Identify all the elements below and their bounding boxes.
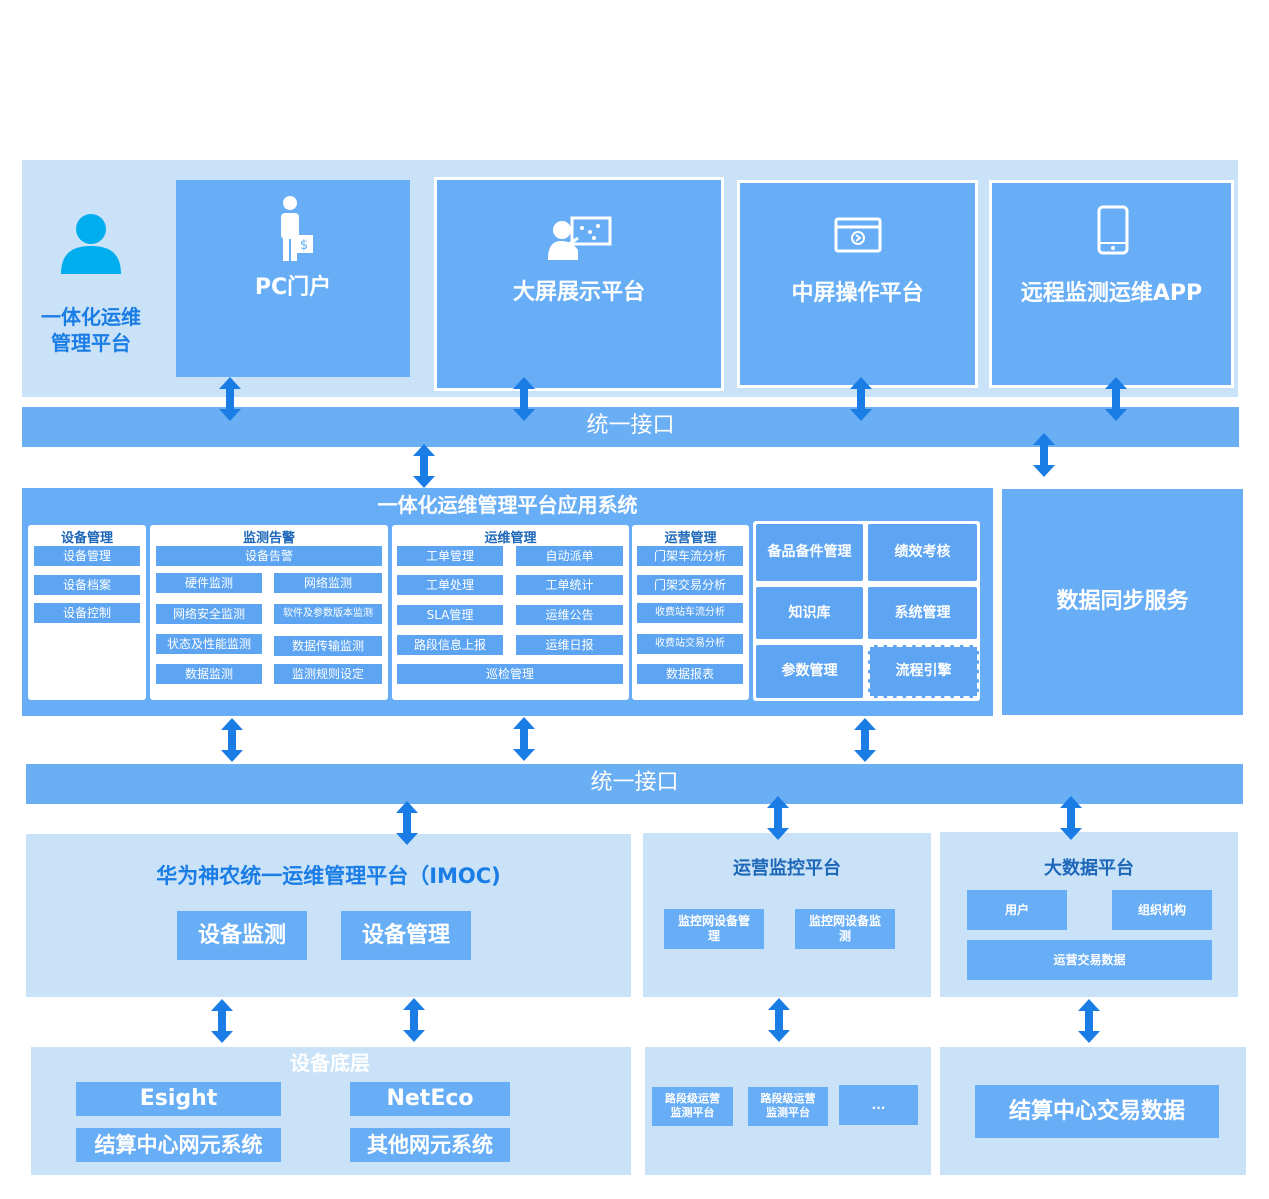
item-device-alarm[interactable]: 设备告警 — [156, 546, 382, 566]
item-device-control[interactable]: 设备控制 — [34, 603, 140, 623]
device-layer-title: 设备底层 — [290, 1051, 370, 1075]
ops-monitor-device-monitor[interactable]: 监控网设备监测 — [795, 909, 895, 949]
road-platform-2[interactable]: 路段级运营监测平台 — [748, 1087, 828, 1126]
user-icon — [60, 212, 122, 274]
person-money-icon: $ — [281, 196, 313, 261]
arrow-app-down-2 — [513, 717, 535, 761]
imoc-device-management-button[interactable]: 设备管理 — [341, 911, 471, 960]
platform-name: 一体化运维 管理平台 — [28, 304, 154, 356]
ops-monitor-title: 运营监控平台 — [733, 858, 841, 879]
arrow-neteco — [403, 998, 425, 1042]
presenter-screen-icon — [548, 216, 612, 260]
item-data-monitor[interactable]: 数据监测 — [156, 664, 262, 684]
item-gantry-transaction-analysis[interactable]: 门架交易分析 — [637, 575, 743, 595]
bigdata-users[interactable]: 用户 — [967, 890, 1067, 930]
arrow-app-down-3 — [854, 718, 876, 762]
remote-app-box[interactable]: 远程监测运维APP — [989, 180, 1234, 388]
item-toll-station-traffic-analysis[interactable]: 收费站车流分析 — [637, 603, 743, 623]
bigdata-transaction-data[interactable]: 运营交易数据 — [967, 940, 1212, 980]
ops-monitor-device-management[interactable]: 监控网设备管理 — [664, 909, 764, 949]
item-monitor-rules[interactable]: 监测规则设定 — [274, 664, 382, 684]
section-device-management: 设备管理 设备管理 设备档案 设备控制 — [28, 525, 146, 700]
bigdata-title: 大数据平台 — [1044, 858, 1134, 879]
road-platform-more[interactable]: ... — [839, 1085, 918, 1125]
pc-portal-label: PC门户 — [254, 275, 332, 300]
arrow-settlement — [1078, 999, 1100, 1043]
svg-text:$: $ — [300, 238, 308, 253]
device-layer-settlement-ne[interactable]: 结算中心网元系统 — [76, 1128, 281, 1162]
section-om-management: 运维管理 工单管理 自动派单 工单处理 工单统计 SLA管理 运维公告 路段信息… — [392, 525, 629, 700]
road-platform-1[interactable]: 路段级运营监测平台 — [652, 1087, 733, 1126]
tile-process-engine[interactable]: 流程引擎 — [868, 645, 979, 698]
unified-interface-bar-1: 统一接口 — [22, 407, 1239, 447]
tile-parameter-management[interactable]: 参数管理 — [756, 645, 863, 698]
tile-system-management[interactable]: 系统管理 — [868, 587, 977, 639]
item-ticket-management[interactable]: 工单管理 — [397, 546, 503, 566]
item-auto-dispatch[interactable]: 自动派单 — [516, 546, 623, 566]
section-header: 监测告警 — [242, 531, 295, 546]
device-layer-other-ne[interactable]: 其他网元系统 — [350, 1128, 510, 1162]
mobile-phone-icon — [1097, 205, 1129, 255]
bigdata-organization[interactable]: 组织机构 — [1112, 890, 1212, 930]
item-network-security-monitor[interactable]: 网络安全监测 — [156, 604, 262, 624]
monitor-icon — [834, 217, 882, 253]
section-monitor-alarm: 监测告警 设备告警 硬件监测 网络监测 网络安全监测 软件及参数版本监测 状态及… — [150, 525, 388, 700]
item-gantry-traffic-analysis[interactable]: 门架车流分析 — [637, 546, 743, 566]
big-screen-box[interactable]: 大屏展示平台 — [434, 177, 724, 391]
item-device-archive[interactable]: 设备档案 — [34, 575, 140, 595]
platform-name-line1: 一体化运维 — [41, 305, 141, 329]
imoc-title: 华为神农统一运维管理平台（IMOC) — [156, 864, 501, 888]
section-operations-management: 运营管理 门架车流分析 门架交易分析 收费站车流分析 收费站交易分析 数据报表 — [632, 525, 749, 700]
item-om-announcement[interactable]: 运维公告 — [516, 605, 623, 625]
imoc-panel — [26, 834, 631, 997]
item-data-report[interactable]: 数据报表 — [637, 664, 743, 684]
tile-knowledge-base[interactable]: 知识库 — [756, 587, 863, 639]
item-ticket-statistics[interactable]: 工单统计 — [516, 575, 623, 595]
section-header: 运维管理 — [484, 531, 537, 546]
settlement-transaction-data[interactable]: 结算中心交易数据 — [975, 1085, 1219, 1138]
section-header: 设备管理 — [60, 531, 113, 546]
item-data-transfer-monitor[interactable]: 数据传输监测 — [274, 636, 382, 656]
item-road-info-report[interactable]: 路段信息上报 — [397, 635, 503, 655]
device-layer-esight[interactable]: Esight — [76, 1082, 281, 1116]
pc-portal-box[interactable]: $ PC门户 — [176, 180, 410, 377]
app-system-title: 一体化运维管理平台应用系统 — [377, 493, 638, 517]
item-hardware-monitor[interactable]: 硬件监测 — [156, 573, 262, 593]
unified-interface-bar-2: 统一接口 — [26, 764, 1243, 804]
item-om-daily-report[interactable]: 运维日报 — [516, 635, 623, 655]
item-status-performance-monitor[interactable]: 状态及性能监测 — [156, 634, 262, 654]
section-header: 运营管理 — [664, 531, 717, 546]
arrow-esight — [211, 999, 233, 1043]
item-device-management[interactable]: 设备管理 — [34, 546, 140, 566]
tile-spare-parts[interactable]: 备品备件管理 — [756, 524, 863, 581]
arrow-app-system — [413, 444, 435, 488]
imoc-device-monitor-button[interactable]: 设备监测 — [177, 911, 307, 960]
mid-screen-box[interactable]: 中屏操作平台 — [737, 180, 978, 388]
arrow-road-platforms — [768, 998, 790, 1042]
big-screen-label: 大屏展示平台 — [512, 280, 645, 305]
item-network-monitor[interactable]: 网络监测 — [274, 573, 382, 593]
item-sla-management[interactable]: SLA管理 — [397, 605, 503, 625]
item-software-version-monitor[interactable]: 软件及参数版本监测 — [274, 604, 382, 624]
item-ticket-processing[interactable]: 工单处理 — [397, 575, 503, 595]
item-inspection-management[interactable]: 巡检管理 — [397, 664, 623, 684]
item-toll-station-transaction-analysis[interactable]: 收费站交易分析 — [637, 634, 743, 654]
mid-screen-label: 中屏操作平台 — [791, 281, 924, 306]
arrow-app-down-1 — [221, 718, 243, 762]
tile-performance-assessment[interactable]: 绩效考核 — [868, 524, 977, 581]
data-sync-service[interactable]: 数据同步服务 — [1002, 489, 1243, 715]
platform-name-line2: 管理平台 — [51, 331, 131, 355]
remote-app-label: 远程监测运维APP — [1020, 281, 1203, 306]
device-layer-neteco[interactable]: NetEco — [350, 1082, 510, 1116]
